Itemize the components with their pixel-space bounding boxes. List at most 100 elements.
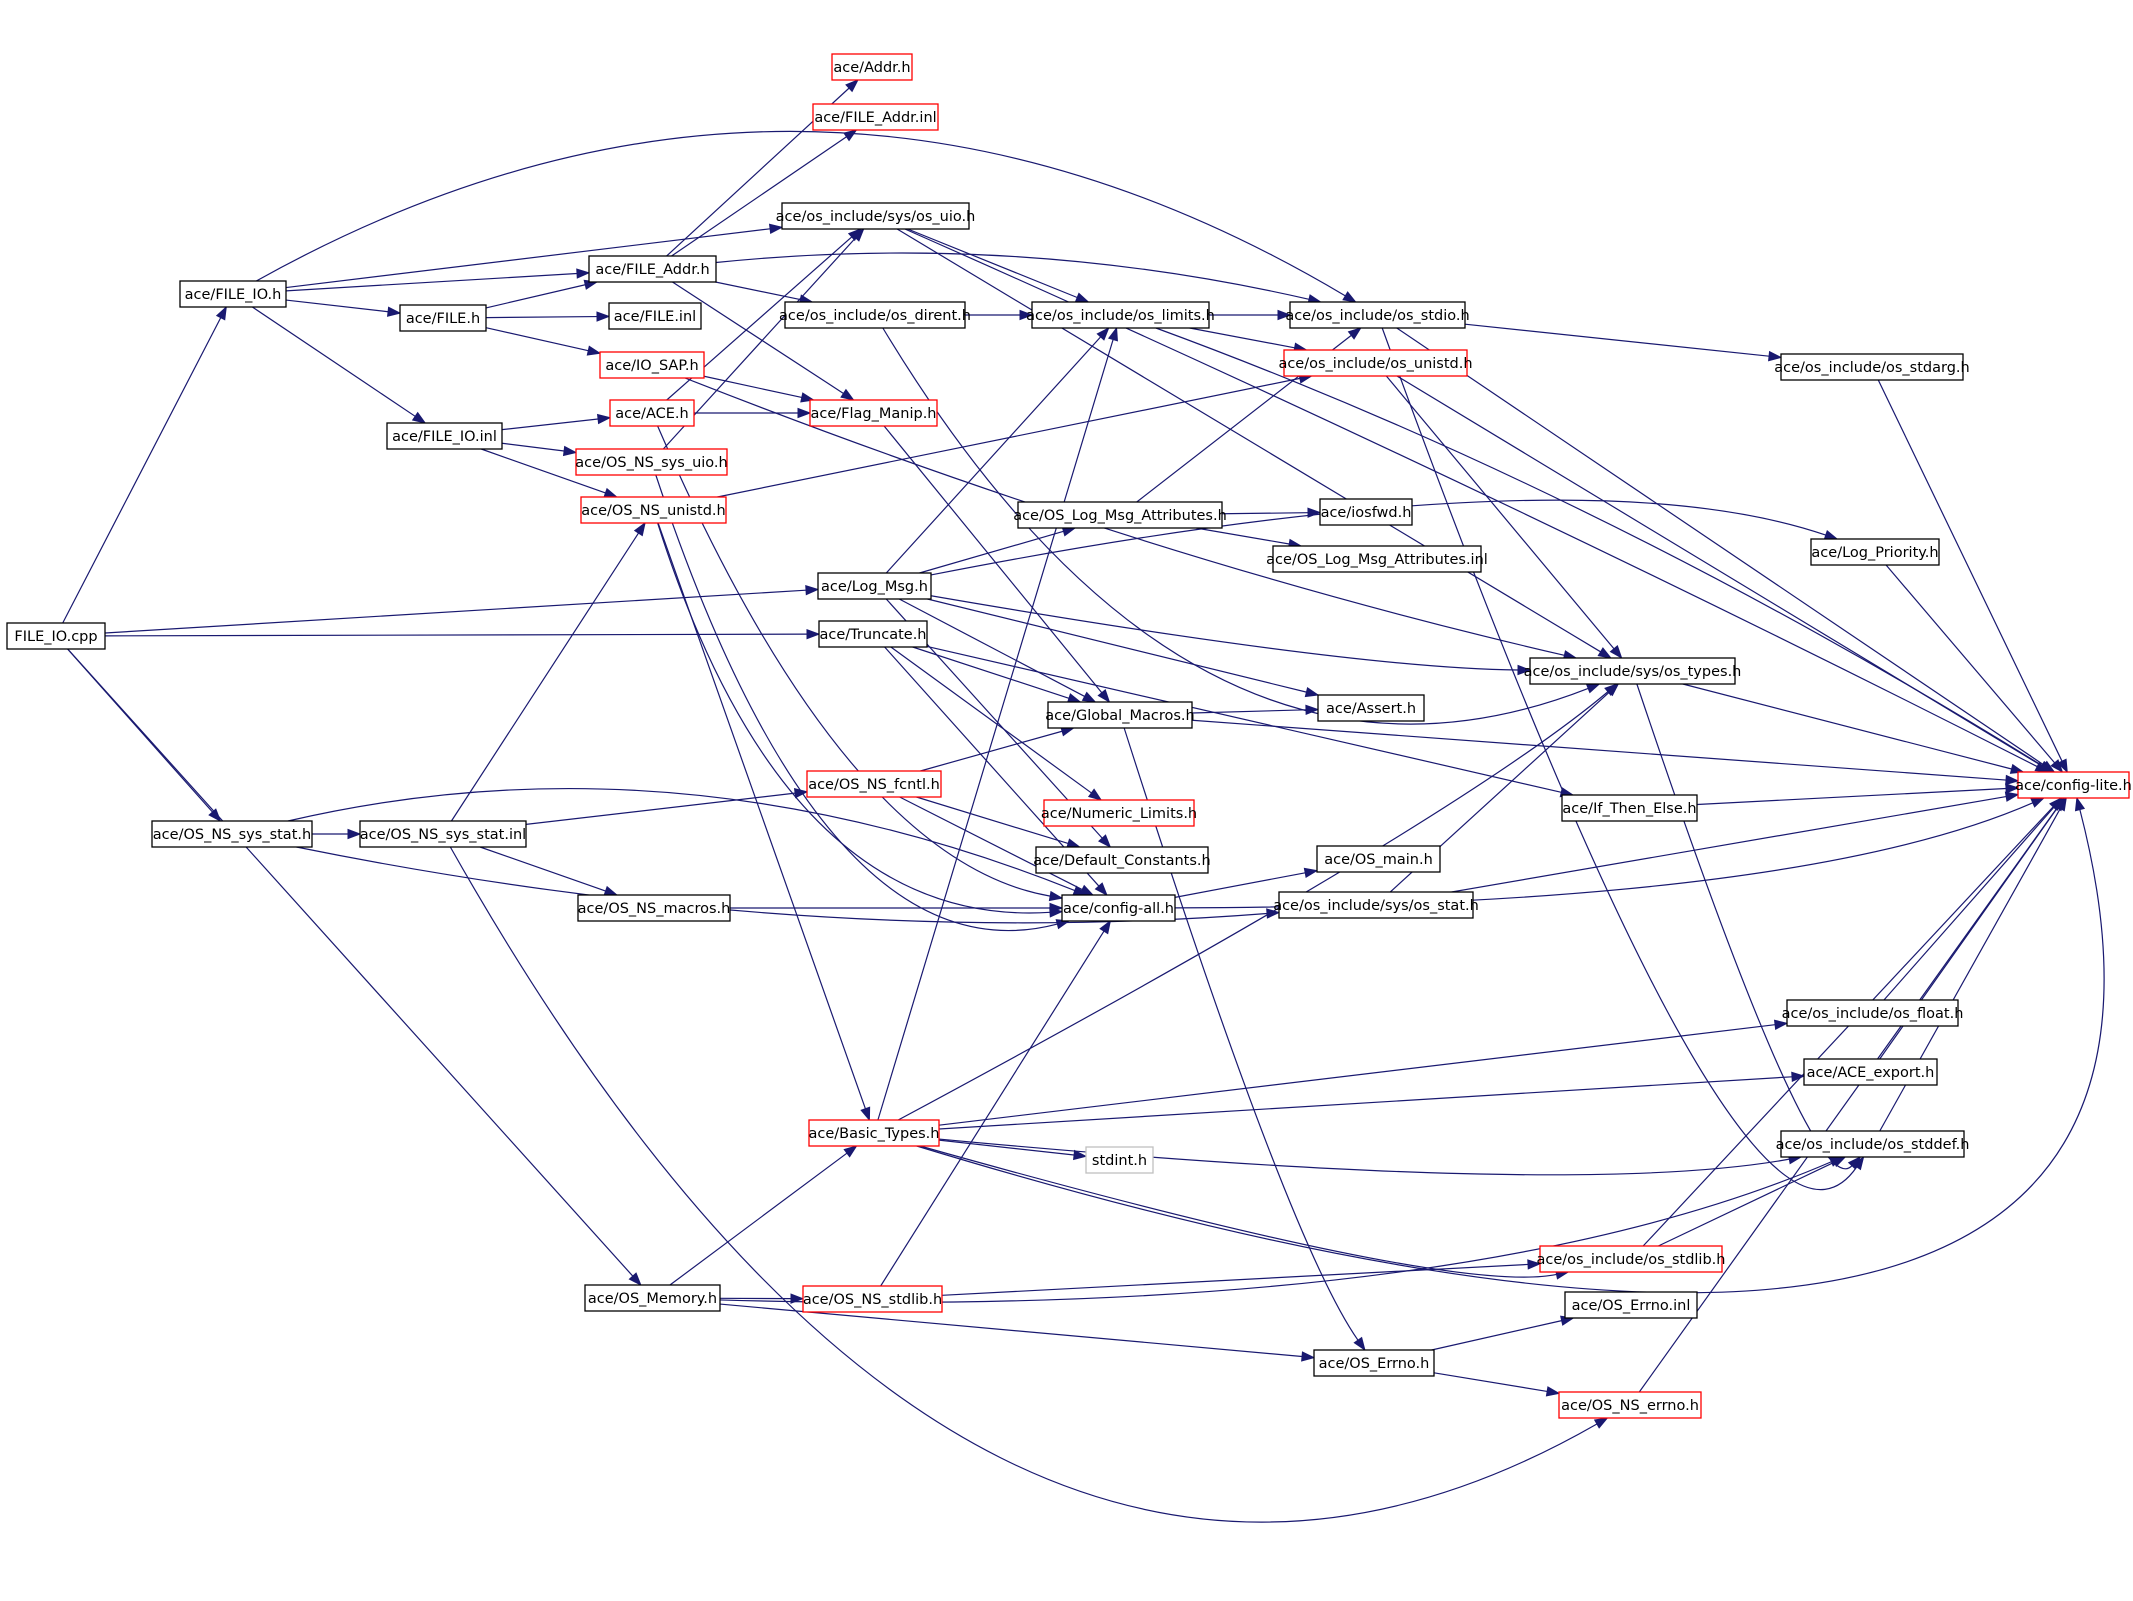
node-truncate-h[interactable]: ace/Truncate.h xyxy=(818,620,928,648)
node-os-limits-h[interactable]: ace/os_include/os_limits.h xyxy=(1026,301,1215,329)
node-file-io-h[interactable]: ace/FILE_IO.h xyxy=(179,280,287,308)
node-os-stdlib-h[interactable]: ace/os_include/os_stdlib.h xyxy=(1537,1245,1726,1273)
node-config-lite-h[interactable]: ace/config-lite.h xyxy=(2015,771,2132,799)
node-ace-export-h[interactable]: ace/ACE_export.h xyxy=(1803,1058,1938,1086)
node-box xyxy=(608,302,702,330)
node-box xyxy=(1564,1291,1698,1319)
node-flag-manip-h[interactable]: ace/Flag_Manip.h xyxy=(809,399,938,427)
node-os-sys-types-h[interactable]: ace/os_include/sys/os_types.h xyxy=(1524,657,1742,685)
node-global-macros-h[interactable]: ace/Global_Macros.h xyxy=(1045,701,1195,729)
node-label: ace/Addr.h xyxy=(833,60,910,76)
node-ace-h[interactable]: ace/ACE.h xyxy=(609,399,695,427)
node-box xyxy=(386,422,503,450)
node-box xyxy=(2017,771,2130,799)
node-os-stddef-h[interactable]: ace/os_include/os_stddef.h xyxy=(1776,1130,1970,1158)
edge-io_sap_h-to-flag_manip_h xyxy=(703,375,815,403)
node-label: ace/Flag_Manip.h xyxy=(811,406,937,422)
node-os-ns-errno-h[interactable]: ace/OS_NS_errno.h xyxy=(1558,1391,1702,1419)
node-if-then-else-h[interactable]: ace/If_Then_Else.h xyxy=(1561,794,1698,822)
node-basic-types-h[interactable]: ace/Basic_Types.h xyxy=(808,1119,940,1147)
edge-os_ns_stdlib_h-to-os_stdlib_h xyxy=(941,1259,1542,1296)
node-iosfwd-h[interactable]: ace/iosfwd.h xyxy=(1319,498,1413,526)
node-label: ace/ACE_export.h xyxy=(1807,1065,1935,1081)
node-os-log-msg-attr-inl[interactable]: ace/OS_Log_Msg_Attributes.inl xyxy=(1266,545,1488,573)
edge-os_unistd_h-to-os_sys_types_h xyxy=(1385,375,1623,660)
edge-file_h-to-file_addr_h xyxy=(485,279,599,309)
edge-ace_h-to-config_all_h xyxy=(657,425,1064,902)
node-os-ns-macros-h[interactable]: ace/OS_NS_macros.h xyxy=(577,894,731,922)
node-box xyxy=(1539,1245,1723,1273)
node-label: ace/OS_NS_errno.h xyxy=(1561,1398,1699,1414)
node-label: ace/os_include/sys/os_uio.h xyxy=(776,209,976,225)
edge-os_errno_h-to-os_ns_errno_h xyxy=(1433,1372,1561,1397)
node-os-stdarg-h[interactable]: ace/os_include/os_stdarg.h xyxy=(1774,353,1970,381)
node-os-dirent-h[interactable]: ace/os_include/os_dirent.h xyxy=(779,301,971,329)
node-log-msg-h[interactable]: ace/Log_Msg.h xyxy=(817,572,932,600)
node-assert-h[interactable]: ace/Assert.h xyxy=(1317,694,1425,722)
edge-os_errno_h-to-os_errno_inl xyxy=(1431,1315,1575,1351)
node-os-uio-h[interactable]: ace/os_include/sys/os_uio.h xyxy=(776,202,976,230)
node-os-float-h[interactable]: ace/os_include/os_float.h xyxy=(1782,999,1964,1027)
node-box xyxy=(1803,1058,1938,1086)
node-box xyxy=(806,770,942,798)
node-box xyxy=(609,399,695,427)
node-file-io-inl[interactable]: ace/FILE_IO.inl xyxy=(386,422,503,450)
node-os-ns-unistd-h[interactable]: ace/OS_NS_unistd.h xyxy=(580,496,727,524)
node-os-stdio-h[interactable]: ace/os_include/os_stdio.h xyxy=(1285,301,1470,329)
node-os-ns-sys-stat-h[interactable]: ace/OS_NS_sys_stat.h xyxy=(151,820,313,848)
node-box xyxy=(577,894,731,922)
node-config-all-h[interactable]: ace/config-all.h xyxy=(1061,894,1176,922)
edge-os_unistd_h-to-config_lite_h xyxy=(1396,375,2054,773)
node-os-memory-h[interactable]: ace/OS_Memory.h xyxy=(584,1284,721,1312)
node-label: ace/iosfwd.h xyxy=(1321,505,1412,521)
node-stdint-h[interactable]: stdint.h xyxy=(1085,1146,1154,1174)
node-os-ns-fcntl-h[interactable]: ace/OS_NS_fcntl.h xyxy=(806,770,942,798)
node-io-sap-h[interactable]: ace/IO_SAP.h xyxy=(599,351,705,379)
edge-file_io_h-to-file_addr_h xyxy=(285,268,591,292)
node-default-constants-h[interactable]: ace/Default_Constants.h xyxy=(1033,846,1211,874)
node-label: ace/os_include/os_stdlib.h xyxy=(1537,1252,1726,1268)
node-file-addr-h[interactable]: ace/FILE_Addr.h xyxy=(588,255,717,283)
node-file-io-cpp[interactable]: FILE_IO.cpp xyxy=(6,622,106,650)
node-log-priority-h[interactable]: ace/Log_Priority.h xyxy=(1810,538,1940,566)
node-label: ace/OS_Errno.inl xyxy=(1572,1298,1691,1314)
node-addr-h[interactable]: ace/Addr.h xyxy=(831,53,913,81)
node-label: ace/OS_Errno.h xyxy=(1319,1356,1430,1372)
node-box xyxy=(1283,349,1468,377)
node-box xyxy=(179,280,287,308)
node-box xyxy=(6,622,106,650)
node-os-errno-inl[interactable]: ace/OS_Errno.inl xyxy=(1564,1291,1698,1319)
edge-log_priority_h-to-config_lite_h xyxy=(1885,564,2064,774)
edge-os_memory_h-to-os_errno_h xyxy=(719,1303,1316,1362)
node-box xyxy=(1061,894,1176,922)
node-label: ace/Log_Msg.h xyxy=(821,579,928,595)
node-box xyxy=(1558,1391,1702,1419)
node-os-ns-sys-uio-h[interactable]: ace/OS_NS_sys_uio.h xyxy=(575,448,728,476)
node-os-log-msg-attr-h[interactable]: ace/OS_Log_Msg_Attributes.h xyxy=(1013,501,1227,529)
node-numeric-limits-h[interactable]: ace/Numeric_Limits.h xyxy=(1041,799,1197,827)
node-label: ace/Global_Macros.h xyxy=(1045,708,1194,724)
node-box xyxy=(1035,846,1209,874)
node-os-ns-sys-stat-inl[interactable]: ace/OS_NS_sys_stat.inl xyxy=(359,820,527,848)
node-label: ace/FILE.inl xyxy=(614,309,696,325)
edge-os_ns_sys_stat_h-to-os_ns_sys_stat_inl xyxy=(311,828,362,840)
edge-log_msg_h-to-os_log_msg_attr_h xyxy=(919,526,1077,574)
node-label: ace/OS_NS_sys_stat.h xyxy=(153,827,311,843)
edge-config_all_h-to-os_main_h xyxy=(1174,867,1319,898)
node-label: ace/OS_Memory.h xyxy=(588,1291,717,1307)
edge-os_ns_sys_stat_inl-to-os_ns_errno_h xyxy=(449,846,1609,1523)
edge-os_limits_h-to-os_unistd_h xyxy=(1189,327,1308,353)
node-box xyxy=(1780,1130,1965,1158)
node-os-main-h[interactable]: ace/OS_main.h xyxy=(1316,845,1441,873)
edge-file_io_h-to-os_stdio_h xyxy=(255,130,1357,303)
node-os-unistd-h[interactable]: ace/os_include/os_unistd.h xyxy=(1278,349,1473,377)
edge-basic_types_h-to-os_limits_h xyxy=(877,326,1118,1121)
node-os-ns-stdlib-h[interactable]: ace/OS_NS_stdlib.h xyxy=(802,1285,943,1313)
node-file-h[interactable]: ace/FILE.h xyxy=(399,304,487,332)
edge-log_msg_h-to-os_sys_types_h xyxy=(930,595,1532,676)
node-box xyxy=(1017,501,1223,529)
node-os-errno-h[interactable]: ace/OS_Errno.h xyxy=(1313,1349,1435,1377)
node-os-sys-stat-h[interactable]: ace/os_include/sys/os_stat.h xyxy=(1273,891,1479,919)
node-file-inl[interactable]: ace/FILE.inl xyxy=(608,302,702,330)
node-file-addr-inl[interactable]: ace/FILE_Addr.inl xyxy=(812,103,939,131)
